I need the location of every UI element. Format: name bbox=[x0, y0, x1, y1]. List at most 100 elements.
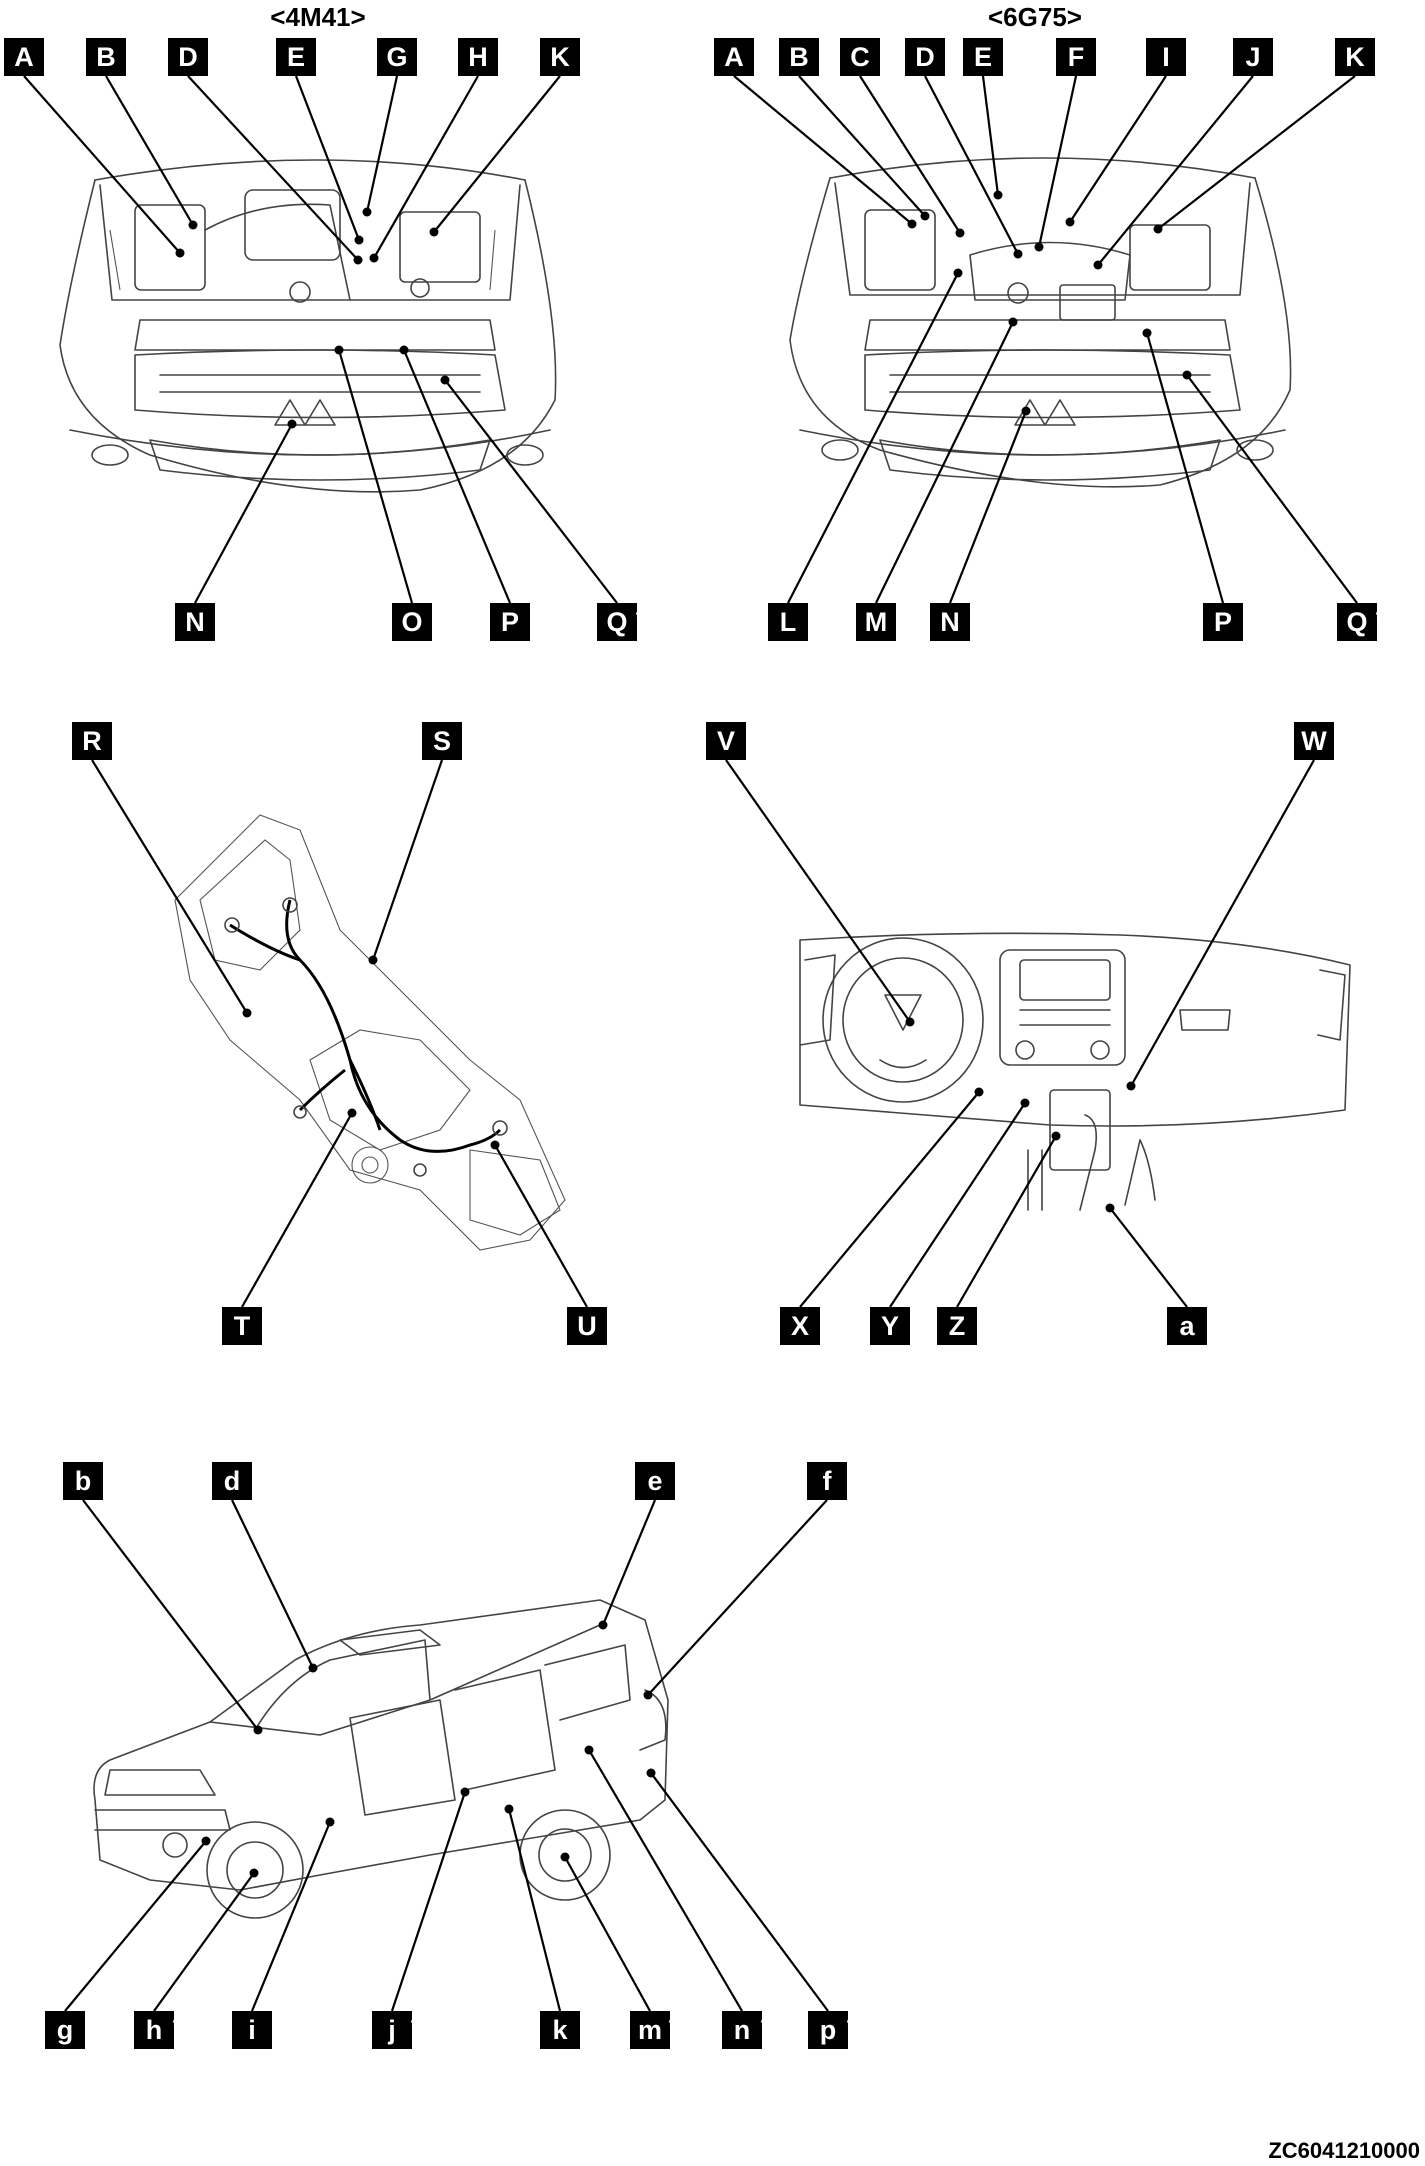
callout-e: e bbox=[635, 1462, 675, 1500]
callout-S: S bbox=[422, 722, 462, 760]
leader-line-D bbox=[187, 75, 359, 261]
leader-line-M bbox=[875, 321, 1014, 604]
svg-text:P: P bbox=[501, 607, 519, 637]
svg-text:P: P bbox=[1214, 607, 1232, 637]
leader-point-W bbox=[1126, 1081, 1136, 1091]
leader-line-J bbox=[1097, 75, 1254, 266]
leader-line-H bbox=[373, 75, 479, 259]
leader-line-L bbox=[787, 272, 959, 604]
leader-line-b bbox=[82, 1499, 259, 1731]
callouts-vehicle: b d e f g h* i j* k m* n* p* bbox=[45, 1462, 858, 2049]
callout-a: a bbox=[1167, 1307, 1207, 1345]
svg-text:A: A bbox=[14, 42, 34, 72]
callout-K-4m41: K bbox=[540, 38, 580, 76]
leader-line-A bbox=[733, 75, 913, 225]
leader-line-R bbox=[91, 759, 248, 1014]
callout-B-4m41: B bbox=[86, 38, 126, 76]
svg-text:I: I bbox=[1162, 42, 1170, 72]
callout-C-6g75: C bbox=[840, 38, 880, 76]
svg-text:n: n bbox=[734, 2015, 751, 2045]
vehicle-drawing bbox=[93, 1599, 669, 1919]
leader-point-X bbox=[974, 1087, 984, 1097]
leader-line-Q bbox=[1186, 374, 1358, 604]
leader-point-a bbox=[1105, 1203, 1115, 1213]
callout-f: f bbox=[807, 1462, 847, 1500]
callouts-engine-6g75: A B C D E F I J K L M N P Q* bbox=[714, 38, 1387, 641]
leader-line-X bbox=[799, 1091, 980, 1308]
callout-J-6g75: J bbox=[1233, 38, 1273, 76]
leader-line-E bbox=[294, 75, 361, 241]
leader-point-D bbox=[1013, 249, 1023, 259]
svg-text:k: k bbox=[552, 2015, 568, 2045]
leader-point-R bbox=[242, 1008, 252, 1018]
leader-line-p bbox=[650, 1772, 829, 2012]
leader-point-Q bbox=[1182, 370, 1192, 380]
svg-text:E: E bbox=[974, 42, 992, 72]
callouts-engine-4m41: A B D E G H K N O P Q* bbox=[4, 38, 647, 641]
leader-line-D bbox=[924, 75, 1019, 255]
leader-point-T bbox=[347, 1108, 357, 1118]
leader-line-G bbox=[365, 75, 399, 213]
callout-L-6g75: L bbox=[768, 603, 808, 641]
leader-line-F bbox=[1037, 75, 1078, 248]
leader-line-e bbox=[601, 1499, 657, 1626]
engine-4m41-title: <4M41> bbox=[270, 2, 365, 32]
callout-layer: A B D E G H K N O P Q* A B C D E F I J K… bbox=[4, 38, 1387, 2049]
leader-point-p bbox=[646, 1768, 656, 1778]
svg-text:Q: Q bbox=[1346, 607, 1367, 637]
svg-text:g: g bbox=[57, 2015, 74, 2045]
leader-point-C bbox=[955, 228, 965, 238]
svg-text:d: d bbox=[224, 1466, 241, 1496]
leader-point-n bbox=[584, 1745, 594, 1755]
leader-lines bbox=[23, 75, 1358, 2012]
callout-D-6g75: D bbox=[905, 38, 945, 76]
svg-text:V: V bbox=[717, 726, 735, 756]
callout-n: n* bbox=[722, 2011, 772, 2049]
engine-6g75-title: <6G75> bbox=[988, 2, 1082, 32]
leader-point-Y bbox=[1020, 1098, 1030, 1108]
leader-point-P bbox=[1142, 328, 1152, 338]
leader-line-a bbox=[1109, 1207, 1188, 1308]
svg-text:A: A bbox=[724, 42, 744, 72]
leader-point-E bbox=[354, 235, 364, 245]
asterisk-mark-h: * bbox=[173, 2012, 184, 2042]
leader-point-d bbox=[308, 1663, 318, 1673]
svg-text:i: i bbox=[248, 2015, 256, 2045]
callout-W: W bbox=[1294, 722, 1334, 760]
leader-point-O bbox=[334, 345, 344, 355]
leader-point-f bbox=[643, 1690, 653, 1700]
callout-G-4m41: G bbox=[377, 38, 417, 76]
leader-line-E bbox=[981, 75, 1000, 196]
svg-text:h: h bbox=[146, 2015, 163, 2045]
callout-T: T bbox=[222, 1307, 262, 1345]
svg-text:Q: Q bbox=[606, 607, 627, 637]
leader-point-S bbox=[368, 955, 378, 965]
svg-text:N: N bbox=[185, 607, 205, 637]
leader-line-n bbox=[588, 1749, 743, 2012]
svg-text:S: S bbox=[433, 726, 451, 756]
svg-text:G: G bbox=[386, 42, 407, 72]
leader-point-j bbox=[460, 1787, 470, 1797]
leader-point-L bbox=[953, 268, 963, 278]
leader-point-A bbox=[907, 219, 917, 229]
callout-m: m* bbox=[630, 2011, 680, 2049]
callout-A-4m41: A bbox=[4, 38, 44, 76]
leader-point-P bbox=[399, 345, 409, 355]
svg-text:J: J bbox=[1245, 42, 1260, 72]
svg-text:B: B bbox=[96, 42, 116, 72]
leader-point-H bbox=[369, 253, 379, 263]
asterisk-mark-Q: * bbox=[1376, 604, 1387, 634]
callout-B-6g75: B bbox=[779, 38, 819, 76]
svg-text:D: D bbox=[915, 42, 935, 72]
callout-N-6g75: N bbox=[930, 603, 970, 641]
leader-line-h bbox=[153, 1872, 255, 2012]
transmission-drawing bbox=[174, 814, 566, 1251]
svg-text:m: m bbox=[638, 2015, 662, 2045]
leader-line-T bbox=[241, 1112, 353, 1308]
leader-line-S bbox=[371, 759, 444, 961]
callout-P-6g75: P bbox=[1203, 603, 1243, 641]
leader-point-h bbox=[249, 1868, 259, 1878]
leader-point-B bbox=[920, 211, 930, 221]
leader-point-I bbox=[1065, 217, 1075, 227]
leader-point-E bbox=[993, 190, 1003, 200]
